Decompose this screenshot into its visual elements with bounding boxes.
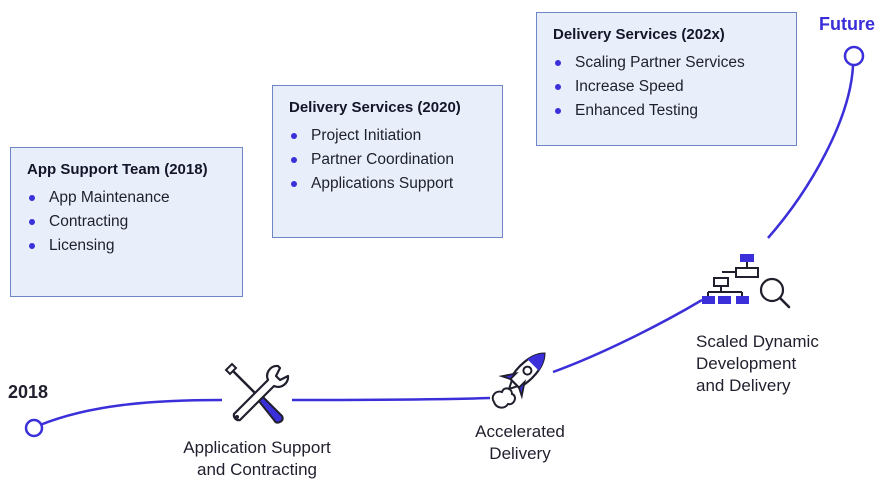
timeline-start-node <box>24 418 44 438</box>
card-list-item: Contracting <box>27 210 228 234</box>
timeline-start-label: 2018 <box>8 382 49 402</box>
card-list: Project Initiation Partner Coordination … <box>289 124 488 196</box>
card-list-item: Project Initiation <box>289 124 488 148</box>
card-list-item: Increase Speed <box>553 75 782 99</box>
wrench-screwdriver-icon <box>224 362 290 424</box>
card-list: App Maintenance Contracting Licensing <box>27 186 228 258</box>
timeline-segment-3 <box>552 298 703 374</box>
timeline-segment-1 <box>39 398 223 427</box>
card-list-item: App Maintenance <box>27 186 228 210</box>
milestone-label: Accelerated Delivery <box>475 422 565 463</box>
timeline-end-node <box>843 45 865 67</box>
milestone-label: Scaled Dynamic Development and Delivery <box>696 332 819 395</box>
card-delivery-services-202x: Delivery Services (202x) Scaling Partner… <box>536 12 797 146</box>
timeline-segment-2 <box>291 396 491 402</box>
card-list-item: Scaling Partner Services <box>553 51 782 75</box>
card-title: Delivery Services (2020) <box>289 99 461 116</box>
org-chart-search-icon <box>702 254 791 309</box>
card-app-support-team: App Support Team (2018) App Maintenance … <box>10 147 243 297</box>
card-list-item: Applications Support <box>289 172 488 196</box>
milestone-label: Application Support and Contracting <box>183 438 331 479</box>
card-title: Delivery Services (202x) <box>553 26 725 43</box>
card-list: Scaling Partner Services Increase Speed … <box>553 51 782 123</box>
card-title: App Support Team (2018) <box>27 161 208 178</box>
rocket-icon <box>491 352 546 409</box>
timeline-end-label: Future <box>819 14 875 34</box>
card-list-item: Enhanced Testing <box>553 99 782 123</box>
card-delivery-services-2020: Delivery Services (2020) Project Initiat… <box>272 85 503 238</box>
card-list-item: Partner Coordination <box>289 148 488 172</box>
timeline-segment-4 <box>767 65 855 239</box>
card-list-item: Licensing <box>27 234 228 258</box>
